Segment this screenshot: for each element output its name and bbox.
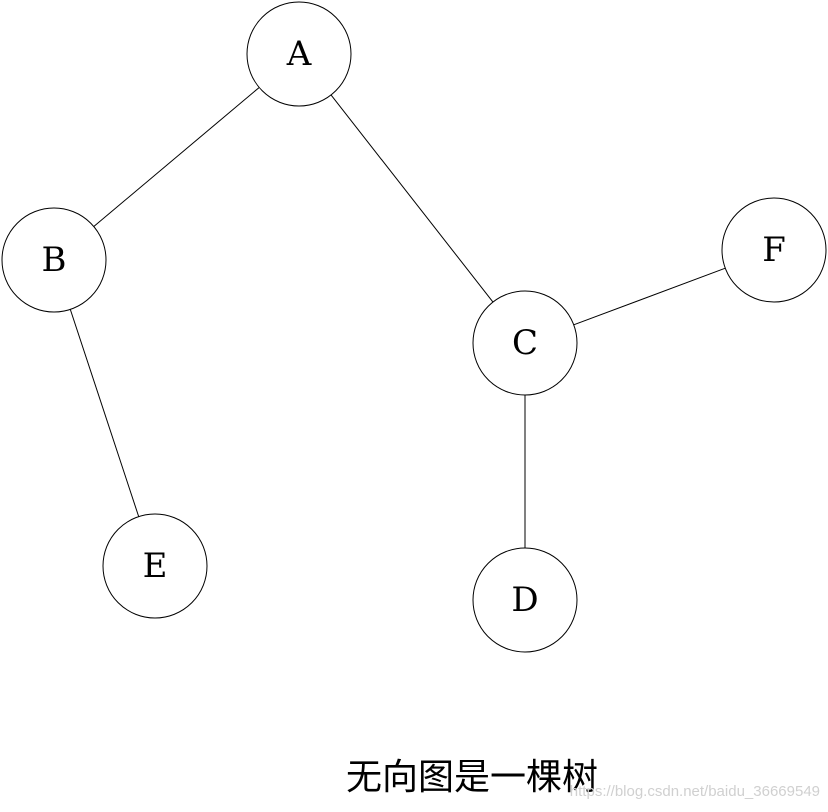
node-label: B — [42, 240, 67, 280]
node-label: D — [511, 580, 538, 620]
node-label: E — [143, 546, 168, 586]
node-c: C — [472, 290, 578, 396]
node-label: A — [286, 34, 312, 74]
edge-a-c — [330, 94, 494, 303]
node-label: C — [512, 323, 538, 363]
edge-c-f — [573, 267, 726, 326]
node-circle — [721, 197, 827, 303]
node-d: D — [472, 547, 578, 653]
node-label: F — [762, 230, 786, 270]
node-circle — [102, 513, 208, 619]
watermark-url: https://blog.csdn.net/baidu_36669549 — [569, 783, 820, 800]
node-circle — [1, 207, 107, 313]
node-circle — [246, 1, 352, 107]
node-circle — [472, 547, 578, 653]
edge-a-b — [93, 87, 260, 227]
nodes-layer: A B C D E F — [1, 1, 827, 653]
node-f: F — [721, 197, 827, 303]
edge-b-e — [69, 309, 140, 517]
node-b: B — [1, 207, 107, 313]
node-a: A — [246, 1, 352, 107]
node-e: E — [102, 513, 208, 619]
diagram-caption: 无向图是一棵树 — [346, 757, 599, 798]
edges-layer — [69, 87, 726, 548]
node-circle — [472, 290, 578, 396]
